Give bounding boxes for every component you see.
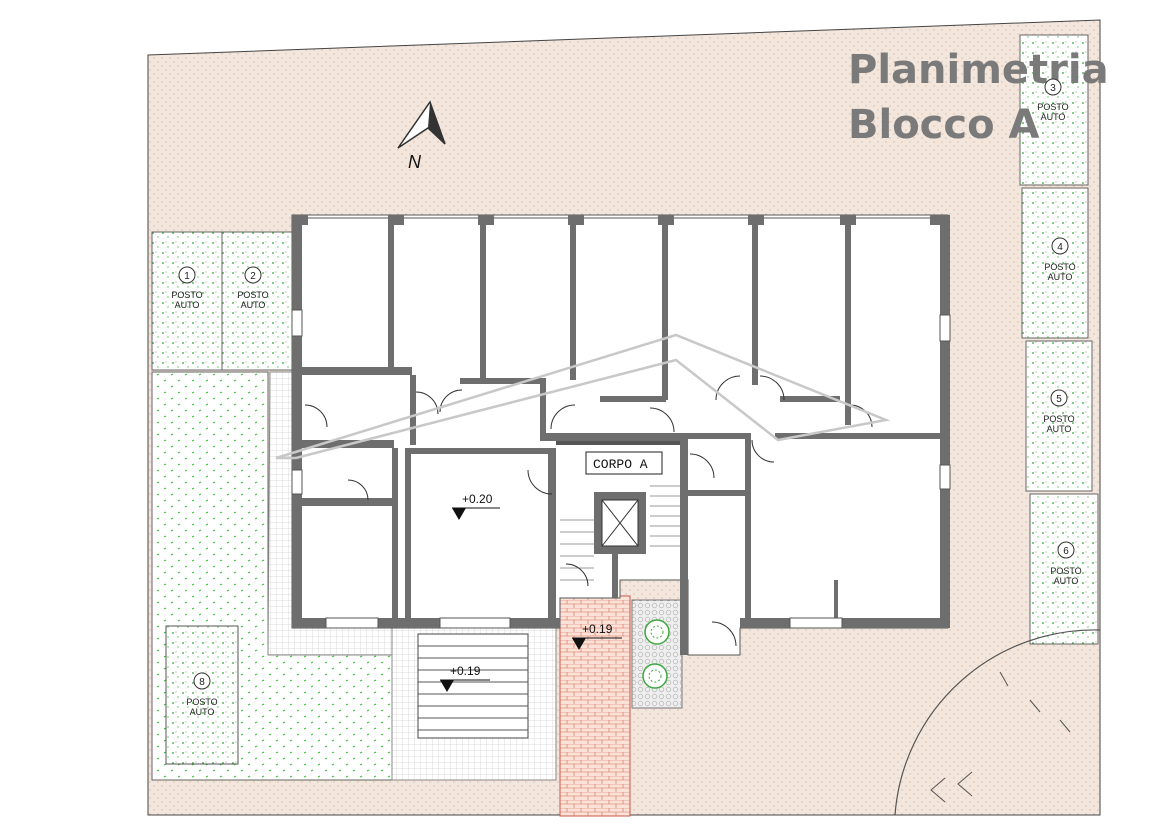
parking-label-3: 3 POSTO AUTO [1037, 78, 1069, 122]
parking-bay-5 [1025, 340, 1093, 492]
parking-bay-3 [1019, 34, 1089, 186]
svg-text:AUTO: AUTO [1054, 576, 1079, 586]
svg-text:AUTO: AUTO [1047, 424, 1072, 434]
parking-label-8: 8 POSTO AUTO [186, 672, 218, 717]
parking-bay-1 [151, 231, 223, 371]
svg-text:AUTO: AUTO [190, 707, 215, 717]
north-arrow-icon [397, 100, 446, 149]
svg-text:POSTO: POSTO [171, 290, 202, 300]
svg-text:AUTO: AUTO [1041, 112, 1066, 122]
building-label-box [585, 451, 663, 475]
parking-bay-6 [1029, 493, 1099, 645]
elevation-label: +0.19 [582, 622, 613, 636]
parking-label-2: 2 POSTO AUTO [237, 266, 269, 310]
brick-walkway [559, 595, 631, 817]
svg-text:POSTO: POSTO [1044, 262, 1075, 272]
planter [631, 599, 683, 709]
svg-text:5: 5 [1056, 394, 1062, 405]
svg-text:8: 8 [199, 677, 205, 688]
svg-text:AUTO: AUTO [175, 300, 200, 310]
entrance-stairs [417, 633, 529, 739]
north-label: N [408, 152, 422, 172]
svg-text:POSTO: POSTO [237, 290, 268, 300]
driveway-curve [894, 629, 1101, 816]
shrub-icon [644, 619, 670, 645]
svg-text:4: 4 [1057, 242, 1063, 253]
building-label: CORPO A [593, 457, 648, 472]
svg-text:2: 2 [250, 271, 256, 282]
elevation-label: +0.20 [462, 492, 493, 506]
elevation-marker-walkway: +0.19 [572, 622, 622, 650]
parking-label-4: 4 POSTO AUTO [1044, 237, 1076, 282]
parking-label-1: 1 POSTO AUTO [171, 266, 203, 310]
building-corpo-a [291, 214, 951, 656]
svg-text:AUTO: AUTO [1048, 272, 1073, 282]
parking-bay-2 [221, 231, 293, 371]
svg-text:3: 3 [1050, 83, 1056, 94]
svg-text:1: 1 [184, 271, 190, 282]
parking-label-6: 6 POSTO AUTO [1050, 541, 1082, 586]
svg-text:POSTO: POSTO [1050, 566, 1081, 576]
title-line-2: Blocco A [848, 102, 1040, 148]
elevation-marker-stairs: +0.19 [440, 664, 490, 692]
svg-text:POSTO: POSTO [1037, 102, 1068, 112]
elevation-label: +0.19 [450, 664, 481, 678]
parking-bay-4 [1021, 187, 1089, 339]
svg-text:POSTO: POSTO [186, 697, 217, 707]
elevation-marker-apartment: +0.20 [452, 492, 500, 520]
roof-outline [275, 333, 891, 460]
svg-text:POSTO: POSTO [1043, 414, 1074, 424]
shrub-icon [642, 663, 668, 689]
parking-label-5: 5 POSTO AUTO [1043, 389, 1075, 434]
svg-text:AUTO: AUTO [241, 300, 266, 310]
title-line-1: Planimetria [848, 47, 1109, 93]
parking-bay-8 [165, 625, 239, 765]
svg-text:6: 6 [1063, 546, 1069, 557]
